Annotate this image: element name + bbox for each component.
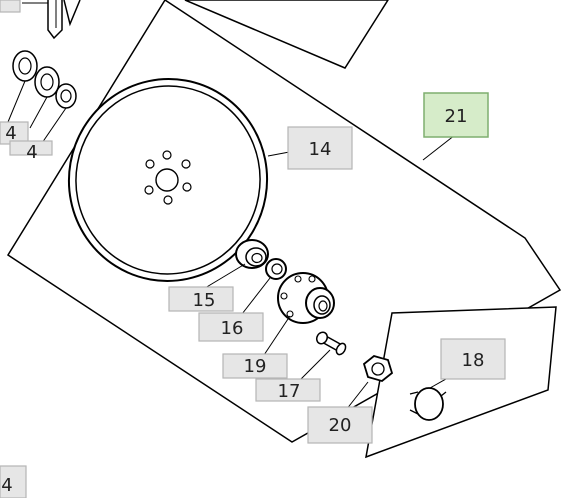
small-panel <box>365 306 557 459</box>
bearing-15 <box>235 239 269 269</box>
svg-text:18: 18 <box>462 350 485 371</box>
svg-text:4: 4 <box>5 123 16 144</box>
svg-text:15: 15 <box>193 290 216 311</box>
washer-16 <box>265 258 287 280</box>
svg-text:16: 16 <box>221 318 244 339</box>
callout-top-left[interactable] <box>0 0 21 13</box>
svg-text:20: 20 <box>329 415 352 436</box>
top-panel <box>184 0 389 69</box>
nut-20 <box>362 355 394 382</box>
hub-19 <box>277 272 335 324</box>
callout-20[interactable]: 20 <box>307 406 373 444</box>
svg-text:4: 4 <box>1 475 12 496</box>
callout-14[interactable]: 14 <box>287 126 353 170</box>
svg-text:19: 19 <box>244 356 267 377</box>
callout-16[interactable]: 16 <box>198 312 264 342</box>
callout-15[interactable]: 15 <box>168 286 234 312</box>
disc-blade <box>67 78 269 282</box>
callout-21[interactable]: 21 <box>423 92 489 138</box>
callout-left-b[interactable]: 4 <box>9 140 53 163</box>
left-bearing-stack <box>7 50 77 144</box>
cap-18 <box>409 387 447 421</box>
shaft-part <box>22 0 81 40</box>
svg-text:4: 4 <box>26 142 37 163</box>
svg-text:21: 21 <box>445 106 468 127</box>
callout-19[interactable]: 19 <box>222 353 288 379</box>
callout-17[interactable]: 17 <box>255 378 321 402</box>
svg-text:17: 17 <box>278 381 301 402</box>
callout-bottom-left[interactable]: 4 <box>0 465 27 498</box>
svg-text:14: 14 <box>309 139 332 160</box>
bolt-17 <box>315 331 347 356</box>
callout-18[interactable]: 18 <box>440 338 506 380</box>
